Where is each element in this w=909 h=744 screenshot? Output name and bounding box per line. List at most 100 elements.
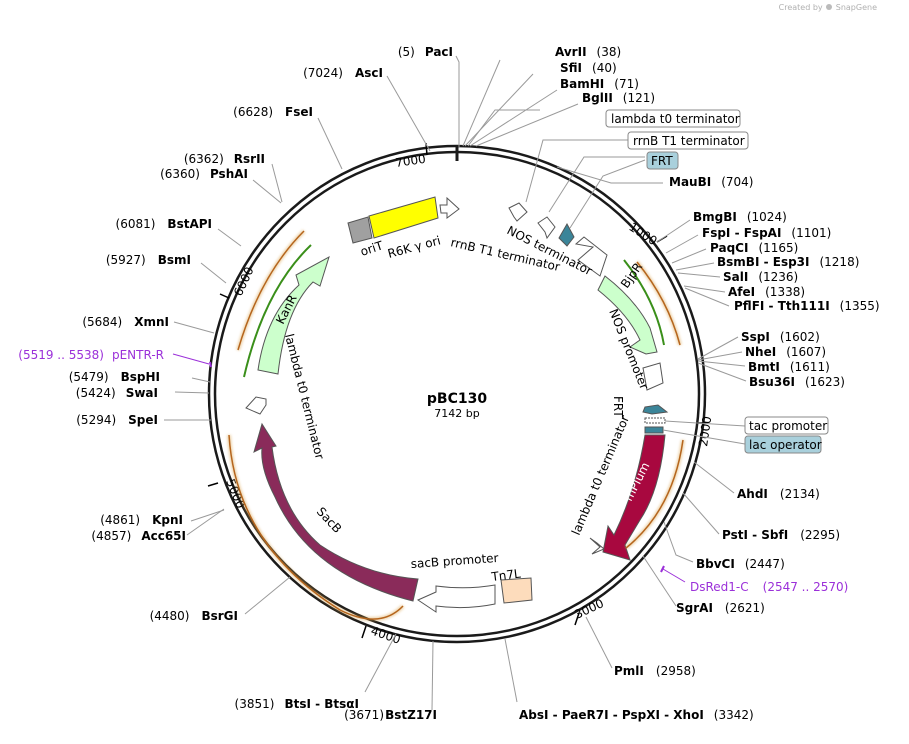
site-nhei-name: NheI xyxy=(745,345,776,359)
site-sgrai[interactable]: SgrAI(2621) xyxy=(676,601,765,615)
site-bmgbi[interactable]: BmgBI(1024) xyxy=(693,210,787,224)
orange-arc-mplum xyxy=(625,439,684,549)
site-nhei[interactable]: NheI(1607) xyxy=(745,345,826,359)
leader-dsred1-c xyxy=(662,568,686,583)
site-asci-pos: (7024) xyxy=(303,66,343,80)
primer-dsred1-c[interactable]: DsRed1-C(2547 .. 2570) xyxy=(690,580,848,594)
site-sspi-name: SspI xyxy=(741,330,770,344)
mplum-feature[interactable] xyxy=(602,434,666,561)
callout-lambda-t0[interactable]: lambda t0 terminator xyxy=(611,112,740,126)
site-fsei-name: FseI xyxy=(285,105,313,119)
tick-4000-line xyxy=(361,625,367,639)
site-swai[interactable]: (5424)SwaI xyxy=(76,386,158,400)
site-kpni[interactable]: (4861)KpnI xyxy=(100,513,183,527)
sacb-feature[interactable] xyxy=(253,422,419,602)
site-bsmi[interactable]: (5927)BsmI xyxy=(106,253,191,267)
site-bstz17i[interactable]: (3671)BstZ17I xyxy=(344,708,437,722)
site-bglii-pos: (121) xyxy=(623,91,655,105)
callout-frt[interactable]: FRT xyxy=(651,154,673,168)
site-rsrii[interactable]: (6362)RsrII xyxy=(184,152,265,166)
primer-penter-r[interactable]: (5519 .. 5538)pENTR-R xyxy=(18,348,164,362)
site-afei[interactable]: AfeI(1338) xyxy=(728,285,805,299)
site-absi[interactable]: AbsI - PaeR7I - PspXI - XhoI(3342) xyxy=(519,708,754,722)
site-pshai[interactable]: (6360)PshAI xyxy=(160,167,248,181)
site-paqci[interactable]: PaqCI(1165) xyxy=(710,241,798,255)
rrnb-terminator-arrow[interactable] xyxy=(439,196,460,219)
leader-pmli xyxy=(585,616,613,669)
callout-tac-promoter[interactable]: tac promoter xyxy=(749,419,827,433)
site-asci[interactable]: (7024)AscI xyxy=(303,66,383,80)
kanr-feature[interactable] xyxy=(257,255,330,375)
site-bmgbi-pos: (1024) xyxy=(747,210,787,224)
r6k-ori-feature[interactable] xyxy=(368,196,439,239)
lambda-t0-terminator-arrow-left[interactable] xyxy=(245,396,267,415)
nos-promoter-arrow[interactable] xyxy=(642,362,664,391)
leader-rsrii xyxy=(271,163,283,203)
site-maubi[interactable]: MauBI(704) xyxy=(669,175,753,189)
tac-promoter-feature[interactable] xyxy=(644,417,666,424)
site-ahdi[interactable]: AhdI(2134) xyxy=(737,487,820,501)
site-fsei[interactable]: (6628)FseI xyxy=(233,105,313,119)
site-absi-pos: (3342) xyxy=(714,708,754,722)
site-bbvci[interactable]: BbvCI(2447) xyxy=(696,557,785,571)
leader-bbvci xyxy=(663,521,694,563)
site-bmti[interactable]: BmtI(1611) xyxy=(748,360,830,374)
site-pmli[interactable]: PmlI(2958) xyxy=(614,664,696,678)
leader-bglii xyxy=(475,103,579,147)
primer-dsred1-c-name: DsRed1-C xyxy=(690,580,749,594)
site-sfii[interactable]: SfiI(40) xyxy=(560,61,617,75)
site-bamhi[interactable]: BamHI(71) xyxy=(560,77,639,91)
site-rsrii-name: RsrII xyxy=(234,152,265,166)
site-psti[interactable]: PstI - SbfI(2295) xyxy=(722,528,840,542)
callout-rrnb[interactable]: rrnB T1 terminator xyxy=(633,134,745,148)
site-spei[interactable]: (5294)SpeI xyxy=(76,413,158,427)
site-bsmi-pos: (5927) xyxy=(106,253,146,267)
site-xmni-pos: (5684) xyxy=(82,315,122,329)
leader-sgrai xyxy=(642,555,677,607)
bjpr-feature[interactable] xyxy=(597,275,658,355)
label-orit: oriT xyxy=(359,238,386,259)
leader-bsu36i xyxy=(697,362,747,382)
leader-tac-callout xyxy=(664,420,746,427)
site-sgrai-pos: (2621) xyxy=(725,601,765,615)
frt-feature-right[interactable] xyxy=(642,404,669,415)
sacb-promoter-arrow[interactable] xyxy=(416,584,496,613)
callout-lac-operator[interactable]: lac operator xyxy=(749,438,822,452)
site-bsrgi[interactable]: (4480)BsrGI xyxy=(150,609,238,623)
site-avrii-pos: (38) xyxy=(597,45,622,59)
tick-4000: 4000 xyxy=(369,624,402,647)
site-bsmbi[interactable]: BsmBI - Esp3I(1218) xyxy=(717,255,859,269)
site-bsu36i[interactable]: Bsu36I(1623) xyxy=(749,375,845,389)
site-bglii[interactable]: BglII(121) xyxy=(582,91,655,105)
leader-bstapi xyxy=(217,228,242,247)
site-fspi[interactable]: FspI - FspAI(1101) xyxy=(702,226,831,240)
site-acc65i[interactable]: (4857)Acc65I xyxy=(91,529,186,543)
site-bsphi[interactable]: (5479)BspHI xyxy=(69,370,160,384)
orit-feature[interactable] xyxy=(347,216,373,244)
site-bstapi[interactable]: (6081)BstAPI xyxy=(116,217,212,231)
plasmid-length: 7142 bp xyxy=(434,407,479,420)
tn7l-feature[interactable] xyxy=(500,577,533,604)
site-sali[interactable]: SalI(1236) xyxy=(723,270,798,284)
nos-terminator-arrow-1[interactable] xyxy=(508,202,528,222)
frt-feature-top[interactable] xyxy=(558,222,575,247)
site-avrii[interactable]: AvrII(38) xyxy=(555,45,621,59)
site-bsrgi-name: BsrGI xyxy=(201,609,238,623)
primer-penter-r-name: pENTR-R xyxy=(112,348,164,362)
site-btsi[interactable]: (3851)BtsI - BtsαI xyxy=(235,697,359,711)
site-pflfi[interactable]: PflFI - Tth111I(1355) xyxy=(734,299,880,313)
leader-fspi xyxy=(665,234,699,254)
label-frt: FRT xyxy=(611,396,625,418)
site-paci[interactable]: (5)PacI xyxy=(398,45,453,59)
leader-kpni xyxy=(186,508,225,536)
nos-terminator-arrow-2[interactable] xyxy=(537,216,556,240)
lambda-t0-terminator-arrow[interactable] xyxy=(589,537,605,555)
site-sali-name: SalI xyxy=(723,270,748,284)
site-bstz17i-pos: (3671) xyxy=(344,708,384,722)
site-xmni[interactable]: (5684) XmnI xyxy=(82,315,169,329)
lac-operator-feature[interactable] xyxy=(644,426,664,434)
nos-promoter-top-arrow[interactable] xyxy=(574,236,608,277)
site-xmni-name: XmnI xyxy=(134,315,169,329)
site-sspi[interactable]: SspI(1602) xyxy=(741,330,820,344)
leader-bmti xyxy=(697,360,746,367)
